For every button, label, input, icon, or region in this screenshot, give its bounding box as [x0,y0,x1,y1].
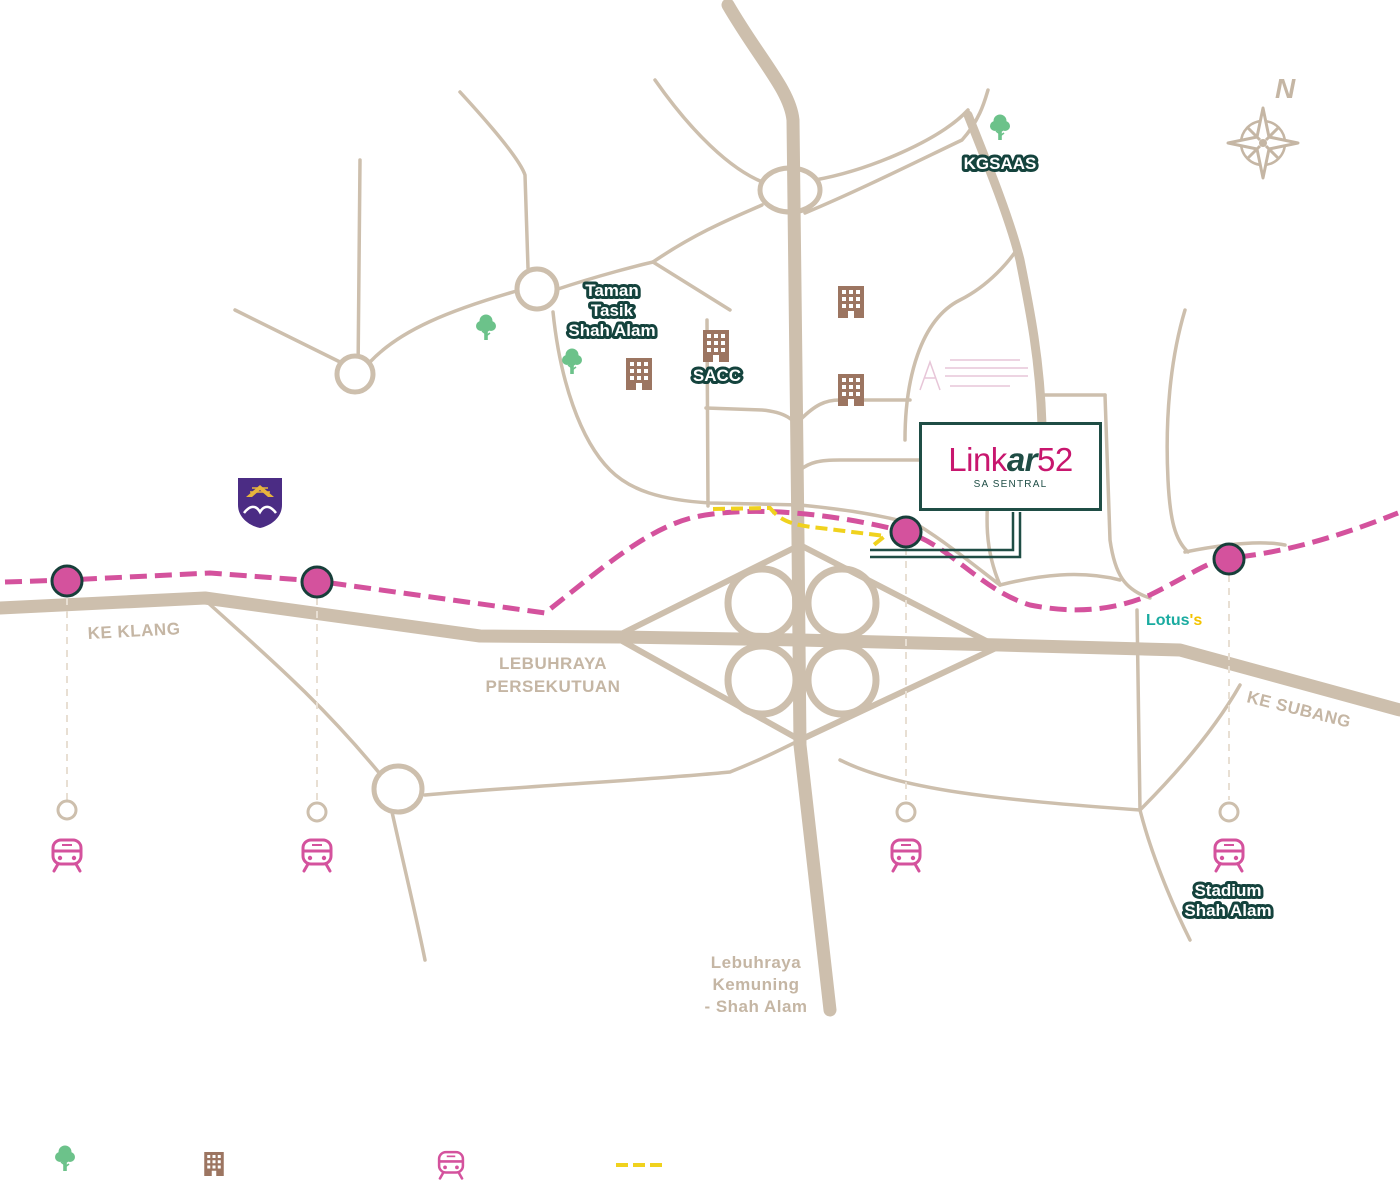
station-drop-markers [56,799,1240,823]
legend-tree-icon [54,1144,76,1172]
lotus-logo-text: Lotus [1146,612,1190,629]
logo-pointer [870,512,1022,559]
station-drop-lines [66,548,1230,800]
lotus-logo: Lotus's [1146,612,1202,629]
tree-icon [475,313,497,341]
legend-building-icon [204,1152,224,1176]
logo-part-link: Link [948,441,1007,478]
walkway [712,505,890,550]
train-icon [51,838,83,873]
legend [54,1144,662,1180]
road-label-kemuning-3: - Shah Alam [704,997,807,1016]
legend-train-icon [437,1150,465,1180]
interchange [612,542,1001,743]
place-label-taman-3: Shah Alam [568,321,655,340]
place-label-taman-1: Taman [585,281,639,300]
linkar52-logo: Linkar52 [948,441,1073,478]
place-label-stadium-2: Shah Alam [1184,901,1271,920]
building-icon [703,330,729,362]
road-label-ke-klang: KE KLANG [87,619,181,643]
lotus-logo-suffix: 's [1190,612,1203,629]
place-label-saco: SACC [693,366,741,385]
logo-part-ar: ar [1006,441,1038,478]
train-icon [1213,838,1245,873]
train-icon [890,838,922,873]
building-icon [626,358,652,390]
linkar52-logo-box: Linkar52 SA SENTRAL [919,422,1102,511]
uitm-crest-icon [238,478,282,528]
building-icon [838,374,864,406]
logo-subtitle: SA SENTRAL [973,479,1048,490]
place-label-kgsaas: KGSAAS [964,154,1037,173]
road-label-persekutuan-1: LEBUHRAYA [499,654,607,673]
road-label-kemuning-1: Lebuhraya [711,953,802,972]
place-label-taman-2: Tasik [591,301,634,320]
highways [0,0,1400,1017]
local-roads [203,78,1287,962]
building-icon [838,286,864,318]
place-label-stadium-1: Stadium [1194,881,1261,900]
train-icon [301,838,333,873]
building-sketch-icon [919,359,1028,391]
logo-part-52: 52 [1037,441,1073,478]
tree-icon [561,347,583,375]
tree-icon [989,113,1011,141]
road-label-persekutuan-2: PERSEKUTUAN [486,677,621,696]
compass-north-label: N [1275,73,1296,104]
compass-icon: N [1226,73,1300,180]
road-label-kemuning-2: Kemuning [712,975,799,994]
lrt-stations [50,515,1246,599]
roundabouts [334,165,823,815]
